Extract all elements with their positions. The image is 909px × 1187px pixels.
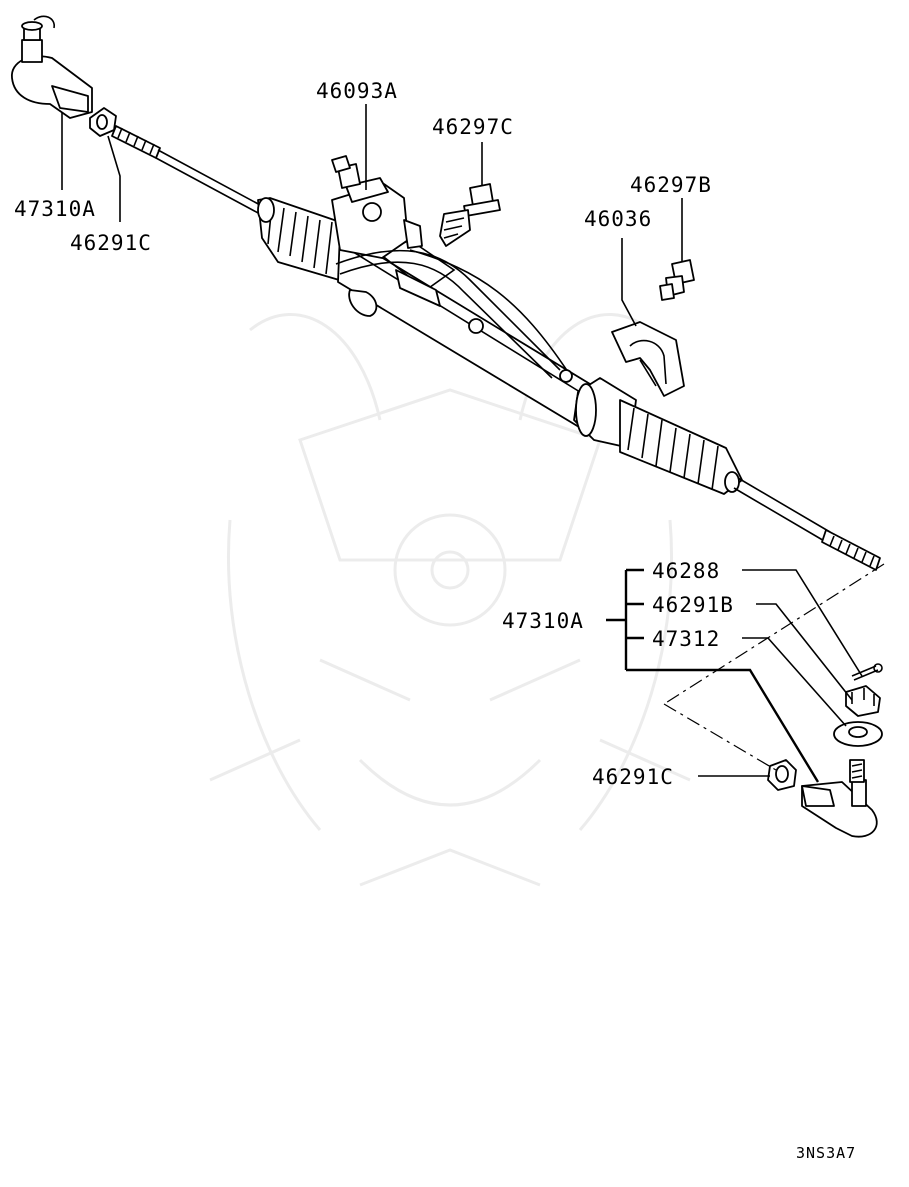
label-46036: 46036 — [584, 207, 652, 231]
label-46291C-right: 46291C — [592, 765, 674, 789]
label-46297B: 46297B — [630, 173, 712, 197]
label-46291B: 46291B — [652, 593, 734, 617]
left-threaded-rod — [111, 125, 263, 215]
label-46288: 46288 — [652, 559, 720, 583]
left-rack-boot — [257, 197, 347, 283]
alignment-lines — [663, 563, 885, 771]
label-47310A-right: 47310A — [502, 609, 584, 633]
right-threaded-rod — [733, 477, 881, 571]
fluid-lines — [335, 249, 573, 383]
pinion-valve-housing — [331, 155, 423, 259]
right-lock-nut — [767, 759, 797, 791]
left-tie-rod-end — [11, 15, 93, 119]
cotter-pin-46288 — [851, 663, 883, 681]
right-rack-boot — [619, 399, 743, 495]
right-tie-rod-end — [801, 759, 878, 838]
watermark-emblem — [209, 313, 691, 887]
part-labels: 46093A 46297C 46297B 46036 47310A 46291C… — [14, 79, 856, 1162]
label-46297C: 46297C — [432, 115, 514, 139]
washer-47312 — [833, 721, 883, 747]
label-46093A: 46093A — [316, 79, 398, 103]
left-lock-nut — [89, 107, 117, 137]
label-47310A-left: 47310A — [14, 197, 96, 221]
diagram-code: 3NS3A7 — [796, 1144, 856, 1162]
castle-nut-46291B — [845, 685, 881, 717]
bolt-46297B — [659, 259, 695, 301]
label-46291C-left: 46291C — [70, 231, 152, 255]
bracket-46036 — [611, 321, 685, 397]
label-47312: 47312 — [652, 627, 720, 651]
leader-lines — [61, 104, 863, 783]
bolt-46297C — [439, 183, 501, 247]
